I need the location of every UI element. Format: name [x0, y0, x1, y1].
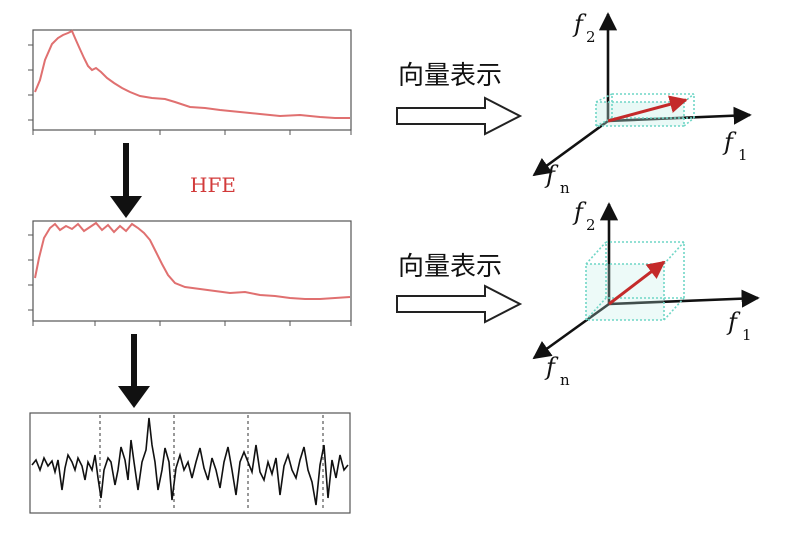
- spectrum-curve: [34, 29, 350, 119]
- feature-vector: [607, 95, 688, 123]
- vector-repr-label-top: 向量表示: [398, 61, 502, 91]
- down-arrow-1: [110, 143, 142, 218]
- spectrum-panel-original: [28, 29, 352, 135]
- axis-f2-label: f: [572, 10, 587, 38]
- axis-fn-label: f: [544, 161, 559, 189]
- axis-fn: [532, 302, 610, 360]
- axis-f2-subscript: 2: [586, 28, 596, 46]
- feature-space-top: f 2 f 1 f n: [532, 10, 752, 197]
- axis-f1-label: f: [726, 308, 741, 336]
- feature-vector: [608, 260, 666, 306]
- spectrum-panel-hfe: [28, 220, 352, 326]
- axis-f2-label: f: [572, 198, 587, 226]
- axis-f2-subscript: 2: [586, 216, 596, 234]
- feature-space-bottom: f 2 f 1 f n: [532, 198, 760, 389]
- axis-f1-label: f: [722, 128, 737, 156]
- panel-frame: [29, 412, 351, 514]
- panel-ticks: [28, 234, 352, 326]
- axis-fn-subscript: n: [560, 371, 570, 389]
- waveform-panel: [29, 412, 351, 514]
- vector-repr-label-bottom: 向量表示: [398, 252, 502, 282]
- axis-fn: [532, 119, 609, 177]
- waveform-signal: [31, 417, 349, 506]
- down-arrow-2: [118, 334, 150, 408]
- axis-f1-subscript: 1: [738, 146, 748, 164]
- axis-fn-subscript: n: [560, 179, 570, 197]
- panel-frame: [32, 220, 352, 322]
- axis-f1-subscript: 1: [742, 326, 752, 344]
- hfe-label: HFE: [190, 173, 236, 197]
- panel-ticks: [28, 44, 352, 135]
- hfe-spectrum-curve: [34, 221, 351, 300]
- hollow-arrow-bottom: [396, 284, 523, 324]
- hollow-arrow-top: [396, 96, 523, 136]
- axis-f1: [608, 289, 760, 308]
- axis-fn-label: f: [544, 353, 559, 381]
- panel-frame: [32, 29, 352, 131]
- feature-box: [585, 241, 685, 321]
